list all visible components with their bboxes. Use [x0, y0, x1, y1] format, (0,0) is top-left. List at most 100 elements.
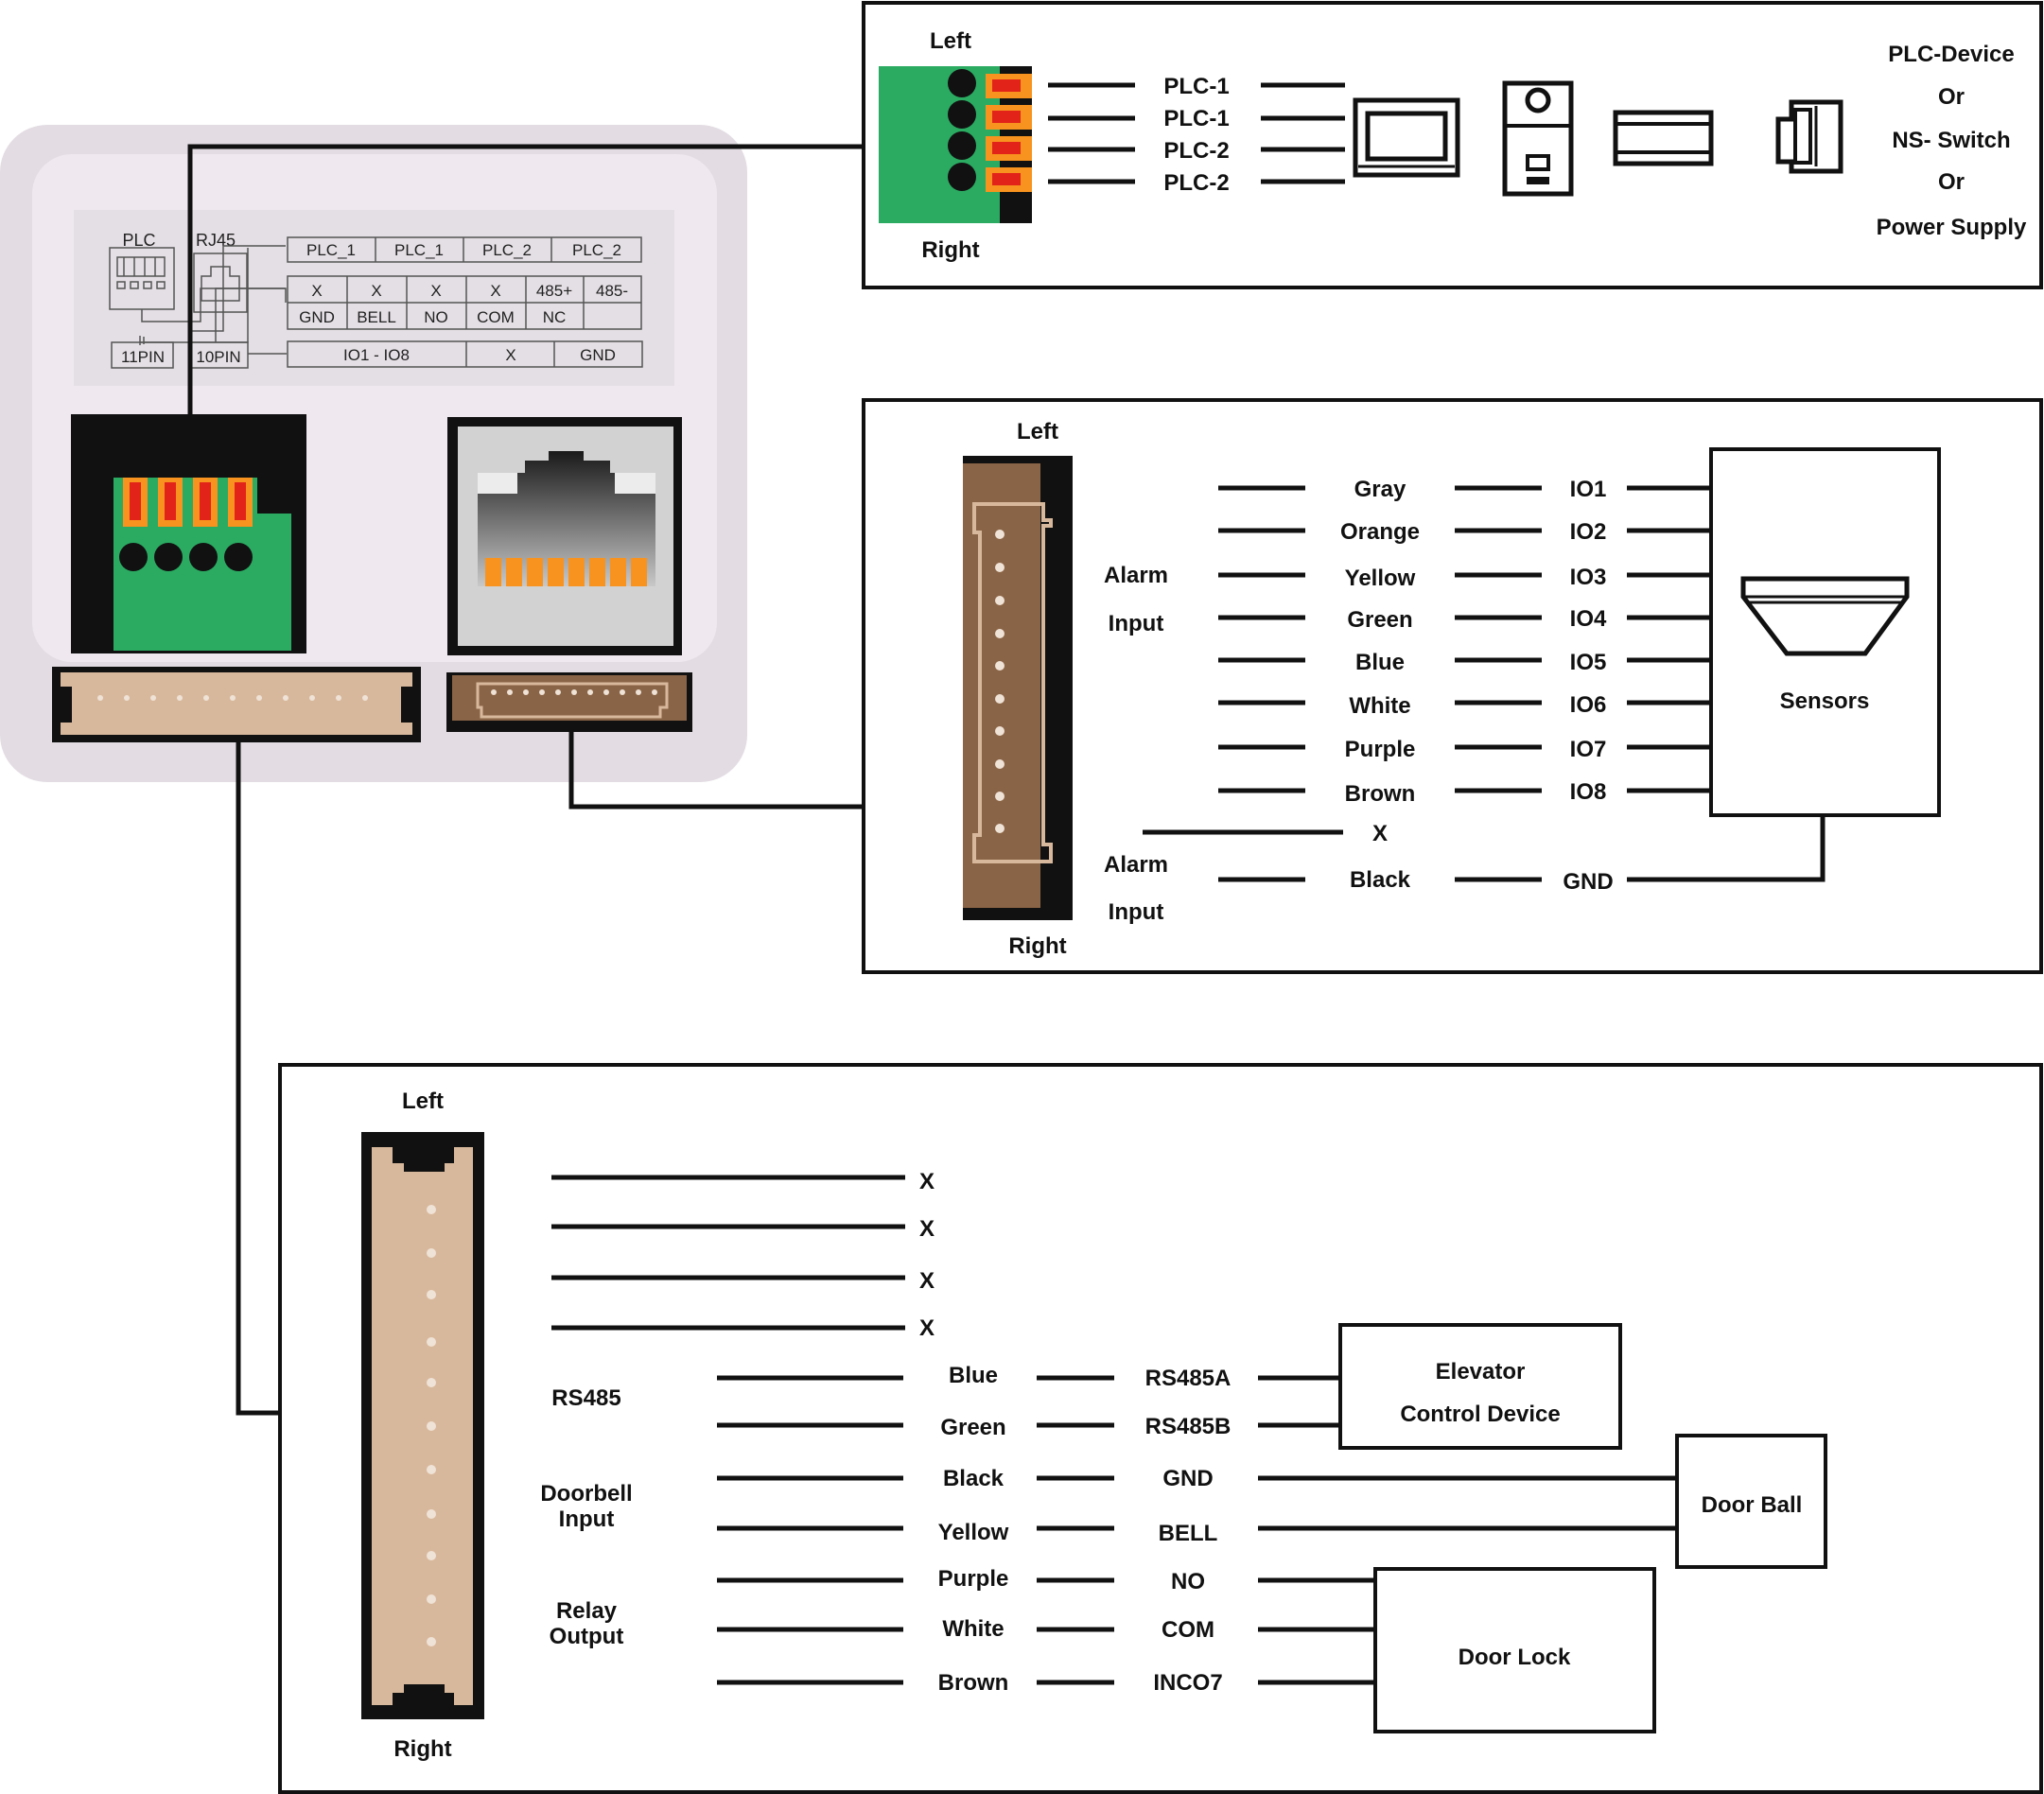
doorbell-group-label: Input — [559, 1507, 615, 1532]
11pin-label: 11PIN — [121, 348, 165, 366]
table-cell: NC — [543, 308, 567, 326]
or-label: Or — [1938, 84, 1965, 110]
plc-terminal — [879, 66, 1032, 223]
table-cell: 485+ — [536, 282, 572, 300]
device-rear-panel: PLC RJ45 PLC_1 PLC_1 PLC_2 PLC_2 — [0, 125, 747, 782]
table-cell: NO — [424, 308, 448, 326]
plc-pin-label: PLC-2 — [1163, 138, 1229, 164]
io-signal-label: IO7 — [1570, 737, 1607, 762]
or-label: Or — [1938, 169, 1965, 195]
table-cell: COM — [477, 308, 515, 326]
relay-group-label: Relay — [556, 1598, 618, 1624]
wire-color-label: White — [1349, 693, 1410, 719]
unused-pin-label: X — [919, 1315, 935, 1341]
relay-signal-label: GND — [1162, 1466, 1213, 1491]
wire-color-label: Black — [943, 1466, 1005, 1491]
io-signal-label: IO6 — [1570, 692, 1607, 718]
doorbell-group-label: Doorbell — [540, 1481, 632, 1507]
plc-device-label: PLC-Device — [1888, 42, 2014, 67]
table-cell: X — [311, 282, 322, 300]
plc-pin-label: PLC-1 — [1163, 74, 1229, 99]
table-cell: GND — [299, 308, 335, 326]
door-lock-label: Door Lock — [1459, 1645, 1571, 1670]
power-supply-icon — [1775, 99, 1843, 174]
rj45-socket-icon — [193, 253, 248, 313]
io-signal-label: IO8 — [1570, 779, 1607, 805]
wire-color-label: Orange — [1340, 519, 1420, 545]
sensor-wire-rows — [1143, 485, 1826, 882]
sensors-label: Sensors — [1780, 688, 1870, 714]
relay-panel-frame — [278, 1063, 2043, 1794]
table-cell: PLC_2 — [482, 241, 532, 259]
wire-color-label: Purple — [1345, 737, 1416, 762]
wire-color-label: Yellow — [938, 1520, 1009, 1545]
wire-color-label: Brown — [938, 1670, 1009, 1696]
relay-wire-labels: Blue Green Black Yellow Purple White Bro… — [938, 1363, 1232, 1696]
door-bell-box: Door Ball — [1675, 1434, 1827, 1569]
door-station-icon — [1502, 80, 1574, 197]
10pin-label: 10PIN — [196, 348, 240, 366]
elevator-label: Elevator — [1436, 1359, 1526, 1385]
door-bell-label: Door Ball — [1702, 1492, 1803, 1518]
relay-panel: Left Right X X X X RS485 Doorbell — [278, 1063, 2043, 1794]
sensor-right-label: Right — [1008, 933, 1066, 959]
elevator-label: Control Device — [1400, 1402, 1560, 1427]
relay-connector — [361, 1132, 484, 1719]
wire-color-label: Yellow — [1345, 566, 1416, 591]
table-cell: PLC_2 — [572, 241, 621, 259]
ns-switch-label: NS- Switch — [1892, 128, 2010, 153]
plc-right-label: Right — [921, 237, 979, 263]
device-10pin-connector — [446, 672, 692, 732]
wire-color-label: White — [942, 1616, 1004, 1642]
table-cell: X — [505, 346, 515, 364]
table-cell: PLC_1 — [394, 241, 444, 259]
pin-table: X X X X 485+ 485- GND BELL NO COM NC — [287, 275, 642, 330]
io-signal-label: IO3 — [1570, 565, 1607, 590]
door-lock-box: Door Lock — [1373, 1567, 1656, 1733]
io-signal-label: IO5 — [1570, 650, 1607, 675]
gnd-signal-label: GND — [1563, 869, 1613, 895]
plc-label: PLC — [122, 231, 155, 250]
sensors-box: Sensors — [1709, 447, 1941, 817]
device-11pin-connector — [52, 667, 421, 742]
wire-color-label: Green — [940, 1415, 1005, 1440]
unused-pin-label: X — [919, 1169, 935, 1194]
relay-wire-rows — [717, 1375, 1677, 1685]
plc-device-text: PLC-Device Or NS- Switch Or Power Supply — [1877, 42, 2027, 240]
plc-table-row: PLC_1 PLC_1 PLC_2 PLC_2 — [287, 236, 642, 263]
table-cell: 485- — [596, 282, 628, 300]
relay-signal-label: BELL — [1159, 1521, 1218, 1546]
wire-color-label: Blue — [949, 1363, 998, 1388]
wire-color-label: Green — [1347, 607, 1412, 633]
table-cell: X — [430, 282, 441, 300]
monitor-icon — [1353, 97, 1460, 178]
elevator-box: Elevator Control Device — [1338, 1323, 1622, 1450]
plc-pin-label: PLC-2 — [1163, 170, 1229, 196]
relay-signal-label: COM — [1162, 1617, 1214, 1643]
sensor-panel: Left Right Alarm Input Alarm Input — [862, 398, 2043, 974]
sensor-left-label: Left — [1017, 419, 1058, 444]
alarm-input-label: Alarm — [1104, 563, 1168, 588]
rs485-group-label: RS485 — [551, 1385, 620, 1411]
table-cell: BELL — [357, 308, 396, 326]
table-cell: X — [371, 282, 381, 300]
plc-socket-icon — [109, 247, 175, 310]
table-cell: PLC_1 — [306, 241, 356, 259]
wire-color-label: Gray — [1354, 477, 1406, 502]
io-table-row: IO1 - IO8 X GND — [287, 340, 643, 368]
io-cable — [568, 732, 964, 810]
relay-signal-label: NO — [1171, 1569, 1205, 1594]
relay-signal-label: RS485B — [1145, 1414, 1232, 1439]
alarm-input-label: Input — [1109, 899, 1164, 925]
table-cell: GND — [580, 346, 616, 364]
terminal-pins — [119, 478, 253, 571]
plc-left-label: Left — [930, 28, 971, 54]
alarm-input-label: Alarm — [1104, 852, 1168, 878]
wire-color-label: Brown — [1345, 781, 1416, 807]
plc-cable — [187, 144, 880, 414]
table-cell: IO1 - IO8 — [343, 346, 410, 364]
unused-pin-label: X — [1372, 821, 1388, 846]
io-signal-label: IO2 — [1570, 519, 1607, 545]
relay-left-label: Left — [402, 1089, 444, 1114]
